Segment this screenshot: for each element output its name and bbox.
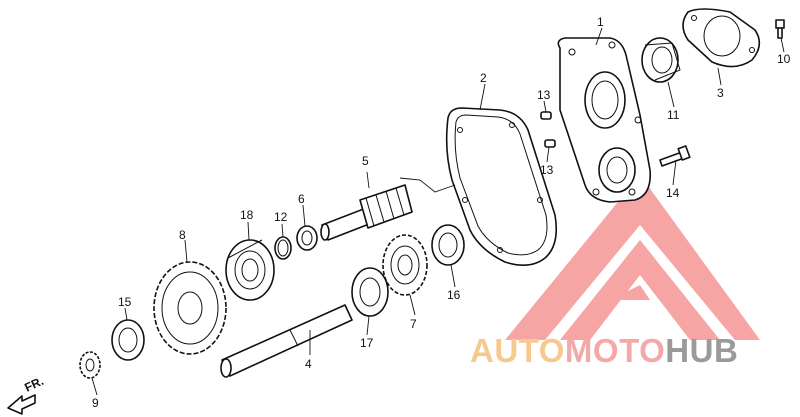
callout-3: 3 xyxy=(717,86,724,100)
callout-8: 8 xyxy=(179,228,186,242)
part-5-shaft xyxy=(320,184,413,241)
part-16-bearing xyxy=(431,224,465,266)
callout-12: 12 xyxy=(274,210,288,224)
leader-lines xyxy=(91,27,785,396)
callout-1: 1 xyxy=(597,15,604,29)
front-arrow-icon xyxy=(7,394,36,415)
part-3-cap xyxy=(682,8,761,68)
callout-5: 5 xyxy=(362,154,369,168)
callout-13-lower: 13 xyxy=(540,163,554,177)
watermark-hub: HUB xyxy=(665,332,739,369)
watermark-moto: MOTO xyxy=(564,332,666,369)
part-15-bearing xyxy=(111,319,145,361)
watermark-auto: AUTO xyxy=(470,332,565,369)
callout-10: 10 xyxy=(777,52,791,66)
watermark-logo xyxy=(505,175,760,340)
part-18-bearing xyxy=(225,239,275,301)
part-10-bolt xyxy=(775,19,785,39)
watermark-text: AUTOMOTOHUB xyxy=(470,334,738,367)
callout-15: 15 xyxy=(118,295,132,309)
part-1-cover-case xyxy=(557,37,652,203)
callout-16: 16 xyxy=(447,288,461,302)
callout-18: 18 xyxy=(240,208,254,222)
callout-13-upper: 13 xyxy=(537,88,551,102)
part-7-gear xyxy=(382,234,428,296)
callout-14: 14 xyxy=(666,186,680,200)
callout-2: 2 xyxy=(480,71,487,85)
callout-9: 9 xyxy=(92,396,99,410)
callout-11: 11 xyxy=(667,108,680,122)
part-14-bolt xyxy=(659,145,691,167)
callout-17: 17 xyxy=(360,336,374,350)
callout-7: 7 xyxy=(410,317,417,331)
front-direction-label: FR. xyxy=(22,374,45,395)
part-13-dowel-pins xyxy=(540,111,556,148)
callout-numbers: 1 2 3 4 5 6 7 8 9 10 11 12 13 13 14 15 1… xyxy=(92,15,791,410)
part-9-gear xyxy=(79,351,101,379)
part-12-circlip xyxy=(274,236,292,260)
part-11-oil-seal xyxy=(641,37,681,83)
part-4-shaft xyxy=(220,304,353,378)
part-8-gear xyxy=(153,261,227,355)
part-17-bearing xyxy=(351,267,389,317)
callout-4: 4 xyxy=(305,357,312,371)
callout-6: 6 xyxy=(298,192,305,206)
part-2-gasket xyxy=(445,107,558,266)
part-6-collar xyxy=(296,225,318,251)
